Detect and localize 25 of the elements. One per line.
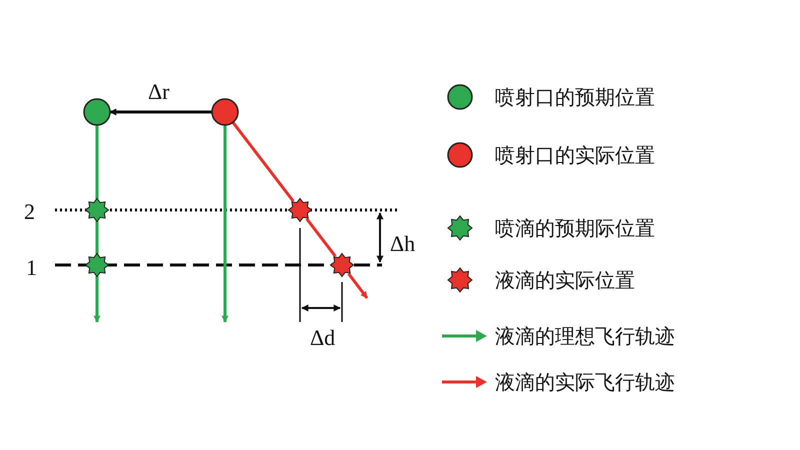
droplet-marker — [328, 251, 356, 279]
trajectory-line — [232, 121, 294, 202]
legend-text: 喷射口的预期位置 — [495, 85, 655, 109]
trajectory-line — [94, 276, 100, 323]
nozzle-circle — [211, 98, 239, 126]
nozzle-circle — [83, 98, 111, 126]
trajectory-line — [347, 272, 368, 299]
dimension-arrow — [109, 108, 212, 116]
trajectory-line — [96, 221, 98, 254]
legend-text: 液滴的实际位置 — [495, 268, 635, 292]
trajectory-line — [96, 125, 98, 199]
legend-text: 液滴的实际飞行轨迹 — [495, 370, 675, 394]
droplet-marker — [286, 196, 314, 224]
edge-label: Δr — [148, 80, 170, 104]
legend-text: 液滴的理想飞行轨迹 — [495, 324, 675, 348]
trajectory-line — [305, 218, 337, 258]
line-number: 1 — [26, 256, 37, 280]
dimension-label: Δd — [310, 326, 336, 350]
line-number: 2 — [24, 200, 35, 224]
trajectory-line — [222, 125, 228, 323]
legend-text: 喷滴的预期际位置 — [495, 216, 655, 240]
legend-text: 喷射口的实际位置 — [495, 143, 655, 167]
droplet-marker — [83, 196, 111, 224]
droplet-marker — [83, 251, 111, 279]
dimension-label: Δh — [390, 232, 416, 256]
